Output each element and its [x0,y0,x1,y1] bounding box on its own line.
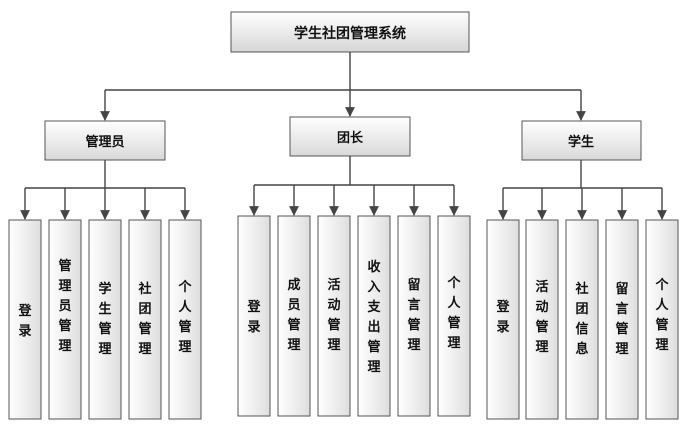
leaf-student-login: 登录 [486,219,520,420]
leaf-label: 学生管理 [98,281,111,357]
role-label-student: 学生 [568,134,594,150]
connector-lines [20,52,667,220]
leaf-label: 成员管理 [287,277,300,353]
root-label: 学生社团管理系统 [294,25,406,42]
leaf-label: 留言管理 [615,281,628,357]
role-label-leader: 团长 [337,130,364,146]
leaf-admin-student-mgmt: 学生管理 [88,219,122,420]
leaf-admin-personal-mgmt: 个人管理 [168,219,202,420]
leaf-admin-admin-mgmt: 管理员管理 [48,219,82,420]
leaf-label: 个人管理 [654,277,669,353]
leaf-student-club-info: 社团信息 [565,219,599,420]
leaf-label: 个人管理 [446,275,461,351]
leaf-student-personal-mgmt: 个人管理 [645,219,679,420]
leaf-leader-login: 登录 [237,215,271,417]
role-node-admin: 管理员 [44,120,166,161]
role-node-student: 学生 [521,120,642,161]
leaf-admin-login: 登录 [8,219,42,420]
leaf-label: 社团信息 [574,281,588,357]
role-node-leader: 团长 [289,116,411,157]
leaf-label: 登录 [17,303,32,339]
leaf-admin-club-mgmt: 社团管理 [128,219,162,420]
role-label-admin: 管理员 [85,134,124,150]
leaf-leader-activity-mgmt: 活动管理 [317,215,351,417]
root-node: 学生社团管理系统 [230,11,470,53]
leaf-leader-finance-mgmt: 收入支出管理 [357,215,391,417]
leaf-label: 留言管理 [407,277,420,353]
leaf-label: 收入支出管理 [366,259,381,375]
leaf-student-message-mgmt: 留言管理 [605,219,639,420]
leaf-label: 个人管理 [177,279,192,355]
leaf-label: 登录 [246,299,261,335]
leaf-leader-message-mgmt: 留言管理 [397,215,431,417]
leaf-label: 管理员管理 [58,258,71,354]
leaf-label: 活动管理 [327,277,340,353]
leaf-leader-member-mgmt: 成员管理 [277,215,311,417]
leaf-label: 登录 [495,299,510,335]
leaf-label: 活动管理 [535,279,548,355]
leaf-label: 社团管理 [137,281,151,357]
leaf-leader-personal-mgmt: 个人管理 [437,215,471,417]
leaf-student-activity-mgmt: 活动管理 [525,219,559,420]
